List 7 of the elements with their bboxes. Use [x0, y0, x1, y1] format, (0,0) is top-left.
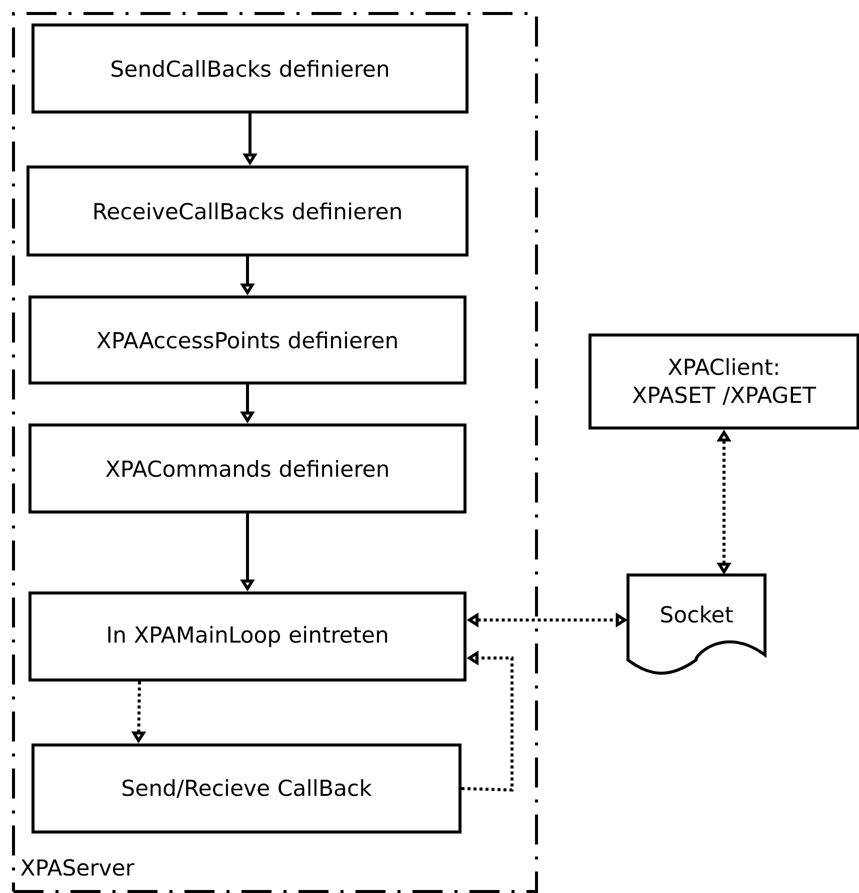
process-box: XPACommands definieren	[28, 424, 466, 514]
process-box: XPAClient: XPASET /XPAGET	[588, 334, 859, 430]
process-box: XPAAccessPoints definieren	[28, 296, 466, 384]
process-box: In XPAMainLoop eintreten	[28, 592, 466, 682]
process-box: SendCallBacks definieren	[32, 24, 468, 114]
process-box: Send/Recieve CallBack	[32, 744, 462, 834]
process-box: ReceiveCallBacks definieren	[26, 166, 468, 256]
